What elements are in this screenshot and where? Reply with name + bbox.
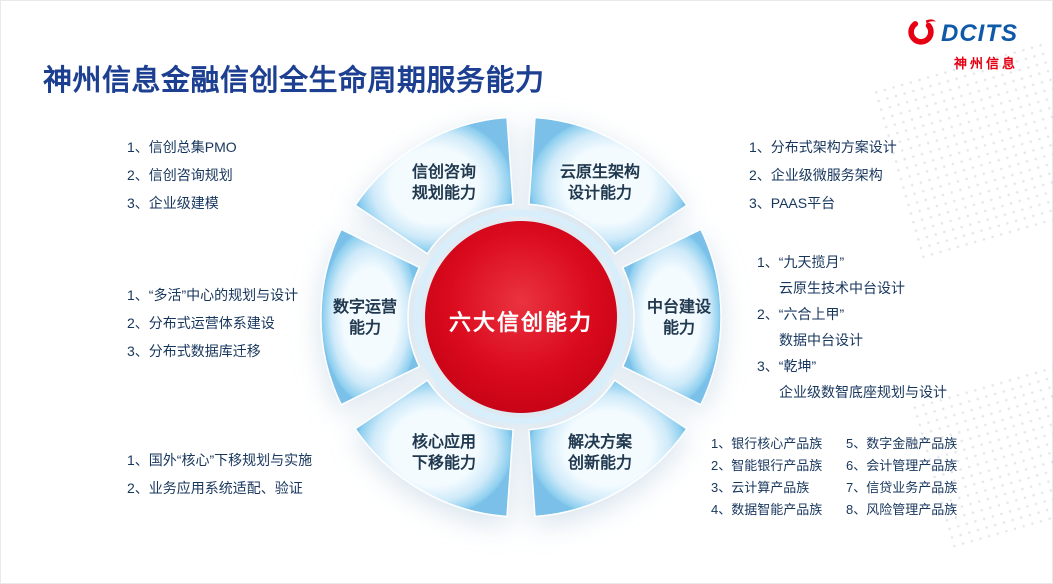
list-item: 2、业务应用系统适配、验证 <box>127 480 303 496</box>
note-list-digital-ops: 1、“多活”中心的规划与设计 2、分布式运营体系建设 3、分布式数据库迁移 <box>127 281 298 365</box>
segment-label-line: 规划能力 <box>411 185 476 202</box>
segment-label-consulting: 信创咨询 规划能力 <box>378 162 510 204</box>
segment-label-line: 下移能力 <box>411 455 476 472</box>
segment-label-cloud-native: 云原生架构 设计能力 <box>534 162 666 204</box>
list-item: 3、云计算产品族 <box>711 480 810 495</box>
note-list-solution-col1: 1、银行核心产品族 2、智能银行产品族 3、云计算产品族 4、数据智能产品族 <box>711 433 822 521</box>
wheel-segment-core-app <box>354 379 514 518</box>
list-item: 3、企业级建模 <box>127 195 219 211</box>
wheel-center-label: 六大信创能力 <box>448 310 593 335</box>
list-item: 2、智能银行产品族 <box>711 458 823 473</box>
list-item: 3、PAAS平台 <box>749 195 836 211</box>
center-red-circle <box>425 221 617 413</box>
list-item: 8、风险管理产品族 <box>846 502 958 517</box>
segment-label-line: 云原生架构 <box>559 164 640 181</box>
note-list-core-app: 1、国外“核心”下移规划与实施 2、业务应用系统适配、验证 <box>127 446 312 502</box>
list-item: 5、数字金融产品族 <box>846 436 958 451</box>
logo-brand-text: DCITS <box>941 19 1018 47</box>
segment-label-middle-platform: 中台建设 能力 <box>613 297 745 339</box>
list-item: 1、“九天揽月” <box>757 254 845 270</box>
list-item: 2、分布式运营体系建设 <box>127 315 275 331</box>
segment-label-line: 核心应用 <box>411 434 476 451</box>
note-list-solution-col2: 5、数字金融产品族 6、会计管理产品族 7、信贷业务产品族 8、风险管理产品族 <box>846 433 957 521</box>
wheel-segment-digital-ops <box>320 228 421 406</box>
capability-wheel <box>320 116 722 518</box>
wheel-segment-middle-platform <box>621 228 722 406</box>
dcits-logo: DCITS 神州信息 <box>905 15 1018 72</box>
list-item: 1、国外“核心”下移规划与实施 <box>127 452 313 468</box>
segment-label-line: 能力 <box>348 320 381 337</box>
segment-label-line: 数字运营 <box>332 299 397 316</box>
segment-label-line: 中台建设 <box>646 299 711 316</box>
wheel-segment-solution <box>528 379 688 518</box>
list-item: 1、“多活”中心的规划与设计 <box>127 287 299 303</box>
segment-label-line: 创新能力 <box>567 455 632 472</box>
segment-label-line: 能力 <box>662 320 695 337</box>
segment-label-line: 信创咨询 <box>411 164 476 181</box>
dot-pattern-top-right <box>870 39 1053 263</box>
list-item: 1、信创总集PMO <box>127 139 237 155</box>
list-item: 2、企业级微服务架构 <box>749 167 883 183</box>
segment-label-solution: 解决方案 创新能力 <box>534 432 666 474</box>
list-subitem: 数据中台设计 <box>779 332 863 348</box>
list-item: 6、会计管理产品族 <box>846 458 958 473</box>
list-item: 2、“六合上甲” <box>757 306 845 322</box>
list-item: 1、分布式架构方案设计 <box>749 139 897 155</box>
list-item: 1、银行核心产品族 <box>711 436 823 451</box>
segment-label-digital-ops: 数字运营 能力 <box>299 297 431 339</box>
note-list-consulting: 1、信创总集PMO 2、信创咨询规划 3、企业级建模 <box>127 133 237 217</box>
list-item: 7、信贷业务产品族 <box>846 480 958 495</box>
wheel-segment-cloud-native <box>528 116 688 255</box>
dcits-swoosh-icon <box>905 15 937 52</box>
slide-title: 神州信息金融信创全生命周期服务能力 <box>43 65 545 97</box>
logo-row: DCITS <box>905 15 1018 52</box>
list-item: 4、数据智能产品族 <box>711 502 823 517</box>
list-subitem: 云原生技术中台设计 <box>779 280 905 296</box>
logo-company-text: 神州信息 <box>953 56 1018 71</box>
list-item: 2、信创咨询规划 <box>127 167 233 183</box>
segment-label-line: 设计能力 <box>567 185 632 202</box>
list-subitem: 企业级数智底座规划与设计 <box>779 384 947 400</box>
center-halo-ring <box>413 209 629 425</box>
wheel-segment-consulting <box>354 116 514 255</box>
list-item: 3、分布式数据库迁移 <box>127 343 261 359</box>
segment-label-core-app: 核心应用 下移能力 <box>378 432 510 474</box>
note-list-cloud-native: 1、分布式架构方案设计 2、企业级微服务架构 3、PAAS平台 <box>749 133 897 217</box>
note-list-middle-platform: 1、“九天揽月” 云原生技术中台设计 2、“六合上甲” 数据中台设计 3、“乾坤… <box>757 249 947 405</box>
segment-label-line: 解决方案 <box>567 434 632 451</box>
list-item: 3、“乾坤” <box>757 358 817 374</box>
